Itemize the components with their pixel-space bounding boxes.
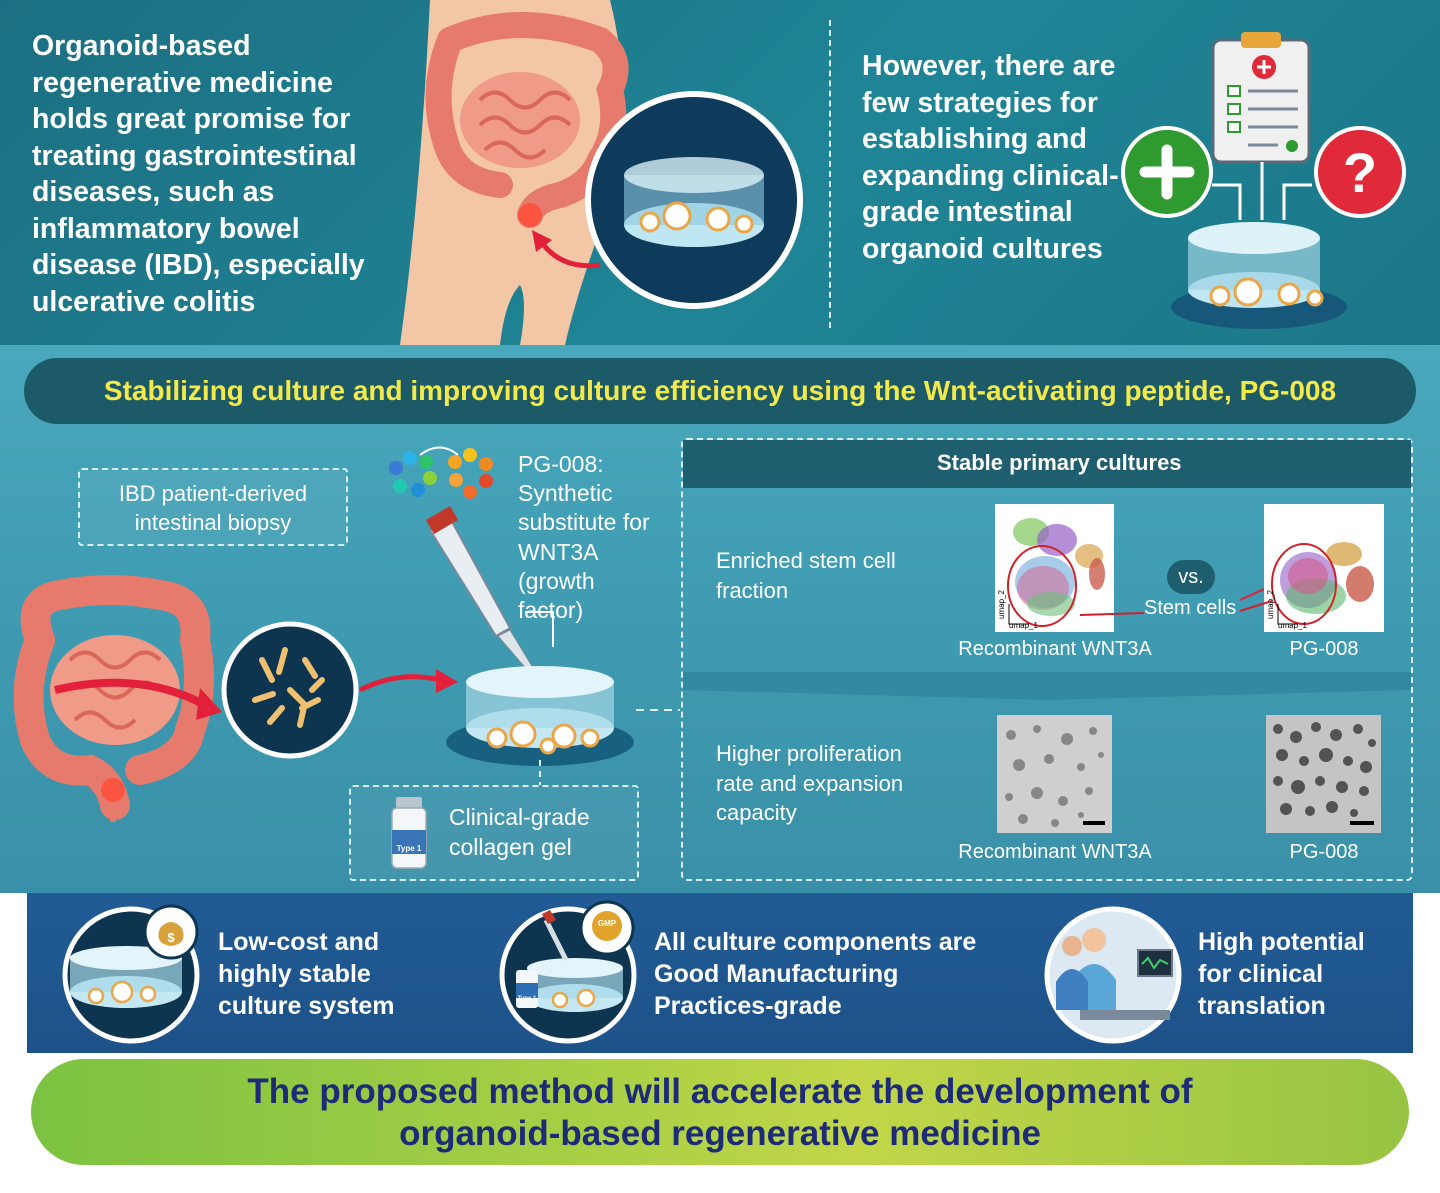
intro-section: ? Organoid-based regenerative medicine h… — [0, 0, 1440, 345]
svg-text:?: ? — [1343, 141, 1377, 204]
peptide-icon — [389, 446, 493, 499]
svg-text:$: $ — [167, 930, 175, 945]
conclusion-line-1: The proposed method will accelerate the … — [247, 1072, 1193, 1111]
stable-cultures-title: Stable primary cultures — [937, 450, 1182, 475]
method-section — [0, 345, 1440, 893]
intro-right-text: However, there are few strategies for es… — [862, 50, 1119, 265]
method-illustration — [13, 446, 1411, 869]
vial-icon — [391, 797, 427, 869]
microscopy-wnt3a-image — [997, 715, 1112, 833]
vial-label: Type 1 — [396, 844, 422, 853]
gmp-badge-icon — [579, 900, 635, 956]
doctors-icon — [1044, 906, 1182, 1044]
intro-divider — [829, 20, 831, 328]
caption-wnt3a-micro: Recombinant WNT3A — [958, 841, 1152, 863]
feature-gmp: All culture components are Good Manufact… — [654, 928, 977, 1020]
caption-pg008-umap: PG-008 — [1289, 638, 1359, 660]
caption-wnt3a-umap: Recombinant WNT3A — [958, 638, 1152, 660]
conclusion-banner: The proposed method will accelerate the … — [28, 1056, 1412, 1168]
umap-y-label: umap_2 — [996, 590, 1006, 619]
umap-pg008-image: umap_1 umap_2 — [1264, 504, 1384, 632]
intro-illustration: ? — [400, 0, 1406, 345]
plus-icon — [1121, 126, 1213, 218]
vial-icon — [516, 970, 538, 1008]
question-icon: ? — [1314, 126, 1406, 218]
intro-left-text: Organoid-based regenerative medicine hol… — [32, 30, 365, 318]
body-silhouette — [400, 0, 623, 345]
petri-dish-icon — [585, 91, 803, 309]
conclusion-line-2: organoid-based regenerative medicine — [399, 1114, 1041, 1153]
stem-cells-callout-lines — [1079, 600, 1273, 616]
clipboard-icon — [1211, 32, 1311, 164]
stable-cultures-panel — [681, 438, 1413, 881]
stem-fraction-label: Enriched stem cell fraction — [716, 548, 896, 603]
collagen-label: Clinical-grade collagen gel — [449, 804, 590, 860]
feature-vial-label: Type 1 — [517, 996, 537, 1002]
biopsy-label: IBD patient-derived intestinal biopsy — [78, 468, 348, 546]
feature-low-cost: Low-cost and highly stable culture syste… — [218, 928, 395, 1020]
umap-wnt3a-image: umap_1 umap_2 — [995, 504, 1114, 632]
caption-pg008-micro: PG-008 — [1289, 841, 1359, 863]
stem-cells-label: Stem cells — [1144, 597, 1237, 619]
feature-clinical: High potential for clinical translation — [1198, 928, 1365, 1020]
intestine-icon — [13, 575, 222, 822]
pg-008-label: PG-008: Synthetic substitute for WNT3A (… — [518, 451, 650, 624]
gmp-badge-label: GMP — [597, 919, 617, 928]
microscopy-pg008-image — [1266, 715, 1381, 833]
features-icons: $ — [62, 900, 1182, 1044]
umap-x-label: umap_1 — [1278, 621, 1307, 630]
umap-x-label: umap_1 — [1009, 621, 1038, 630]
petri-dish-icon — [1171, 222, 1347, 329]
stable-cultures-header — [683, 440, 1411, 488]
money-bag-icon: $ — [143, 904, 199, 960]
vs-badge: vs. — [1167, 560, 1215, 594]
petri-dish-icon — [446, 666, 680, 785]
collagen-box — [349, 785, 639, 881]
intestine-icon — [425, 12, 629, 228]
method-banner: Stabilizing culture and improving cultur… — [24, 358, 1416, 424]
proliferation-label: Higher proliferation rate and expansion … — [716, 741, 904, 825]
features-band — [27, 893, 1413, 1053]
biopsy-magnified-icon — [221, 621, 458, 759]
